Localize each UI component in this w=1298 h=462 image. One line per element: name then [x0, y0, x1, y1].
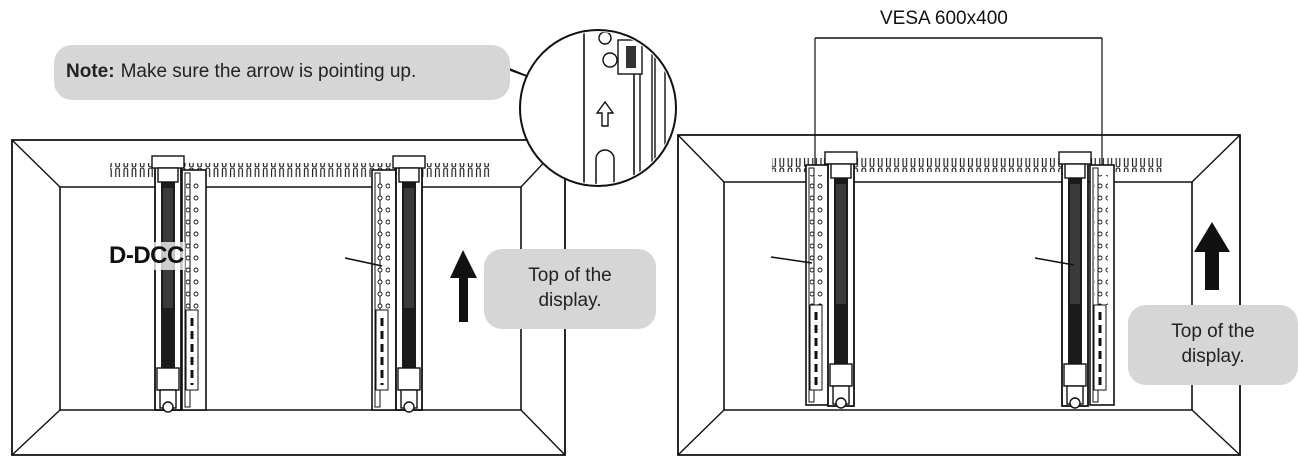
note-label: Note: [66, 61, 115, 83]
arrow-up-icon [595, 100, 615, 127]
up-arrow-icon-right [1194, 222, 1230, 290]
vesa-dimension-line [814, 37, 1103, 170]
leader-line-right-1 [770, 256, 813, 264]
leader-line-right-2 [1034, 257, 1075, 266]
callout-line-1: Top of the [528, 265, 612, 287]
left-display-back [11, 139, 566, 456]
right-mount-bracket-1 [770, 151, 858, 409]
callout-line-2: display. [538, 290, 602, 311]
note-callout: Note: Make sure the arrow is pointing up… [54, 45, 510, 100]
leader-line-left [344, 257, 383, 267]
left-mount-bracket-1 [151, 155, 207, 413]
right-mount-bracket-2 [1034, 151, 1115, 409]
callout-line-1: Top of the [1171, 321, 1255, 343]
right-display-back [677, 134, 1241, 456]
magnifier-detail [504, 29, 677, 187]
bracket-label: D-DCC [108, 242, 185, 270]
top-of-display-callout-left: Top of the display. [484, 249, 656, 329]
top-of-display-callout-right: Top of the display. [1128, 305, 1298, 385]
up-arrow-icon [450, 250, 477, 322]
left-mount-bracket-2 [344, 155, 426, 413]
vesa-dimension-label: VESA 600x400 [880, 8, 1008, 29]
callout-line-2: display. [1181, 346, 1245, 367]
note-text: Make sure the arrow is pointing up. [120, 61, 417, 83]
